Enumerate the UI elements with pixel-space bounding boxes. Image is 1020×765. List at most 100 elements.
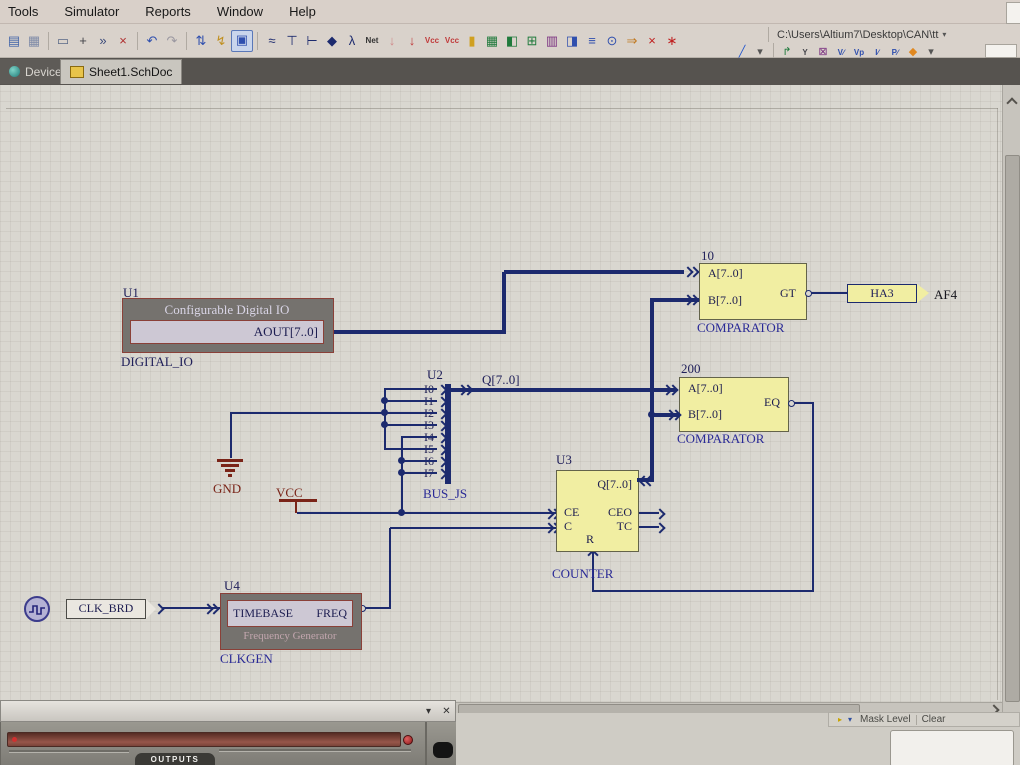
wire-i6[interactable] <box>403 460 437 462</box>
u4-inner-box[interactable]: TIMEBASE FREQ <box>227 600 353 627</box>
wire-tc-stub[interactable] <box>639 526 659 528</box>
wire-clk-brd[interactable] <box>162 607 220 609</box>
mask-level-button[interactable]: Mask Level <box>860 714 911 725</box>
path-combo[interactable]: C:\Users\Altium7\Desktop\CAN\tt ▾ <box>768 27 1020 42</box>
toolbar-edit-field[interactable] <box>985 44 1017 58</box>
place-sheet-symbol-icon[interactable]: ⊞ <box>526 33 538 48</box>
bus-comp10-b[interactable] <box>652 298 699 302</box>
comp200-pin-eq[interactable]: EQ <box>764 395 780 409</box>
outputs-tab[interactable]: OUTPUTS <box>135 753 215 765</box>
u2-designator[interactable]: U2 <box>427 367 443 382</box>
place-sheet-entry-icon[interactable]: ⊙ <box>606 33 618 48</box>
pan-icon[interactable]: ▣ <box>231 30 253 52</box>
doc-close-icon[interactable]: ⊠ <box>818 45 828 58</box>
copy-icon[interactable]: ▤ <box>7 33 21 48</box>
bus-aout-seg1[interactable] <box>334 330 504 334</box>
deselect-icon[interactable]: » <box>99 33 107 48</box>
u3-label[interactable]: COUNTER <box>552 566 614 581</box>
u3-pin-ceo[interactable]: CEO <box>608 505 632 519</box>
wire-vcc-ce[interactable] <box>297 512 558 514</box>
vcc-label[interactable]: VCC <box>276 485 303 500</box>
undo-icon[interactable]: ↶ <box>146 33 158 48</box>
port-ha3[interactable]: HA3 <box>847 284 917 303</box>
comp200-body[interactable] <box>679 377 789 432</box>
compile-icon[interactable]: ◆ <box>908 45 918 58</box>
place-power-gnd-2-icon[interactable]: ↓ <box>408 33 416 48</box>
place-signal-icon[interactable]: λ <box>348 33 356 48</box>
wire-i0[interactable] <box>386 388 437 390</box>
clear-filter-icon[interactable]: × <box>119 33 127 48</box>
menu-tools[interactable]: Tools <box>8 4 39 19</box>
port-clk-brd[interactable]: CLK_BRD <box>66 599 146 619</box>
vertical-scrollbar-thumb[interactable] <box>1005 155 1020 702</box>
u1-label[interactable]: DIGITAL_IO <box>121 354 193 369</box>
status-expand-icon[interactable]: ▸ <box>837 714 842 724</box>
wire-eq-seg3[interactable] <box>594 590 814 592</box>
wire-reset[interactable] <box>592 552 594 592</box>
place-ic-icon[interactable]: ▦ <box>485 33 499 48</box>
wire-i2[interactable] <box>386 412 437 414</box>
probe-current-icon[interactable]: I∕ <box>875 47 879 57</box>
place-port-icon[interactable]: ⇒ <box>626 33 638 48</box>
wire-ceo-stub[interactable] <box>639 512 659 514</box>
place-bus-icon[interactable]: ⊤ <box>286 33 298 48</box>
path-dropdown-caret-icon[interactable]: ▾ <box>942 30 947 39</box>
wire-i7[interactable] <box>403 472 437 474</box>
scroll-up-icon[interactable] <box>1006 97 1018 109</box>
schematic-canvas[interactable] <box>0 85 1020 702</box>
net-label-af4[interactable]: AF4 <box>934 287 958 302</box>
wire-gt-ha3[interactable] <box>811 292 847 294</box>
compile-dropdown-icon[interactable]: ▾ <box>928 45 934 58</box>
panel-knob[interactable] <box>433 742 453 758</box>
wire-i3[interactable] <box>386 424 437 426</box>
delete-icon[interactable]: × <box>648 33 656 48</box>
u1-inner-box[interactable] <box>130 320 324 344</box>
paste-icon[interactable]: ▦ <box>27 33 41 48</box>
instrument-panel-titlebar[interactable]: ▾ ✕ <box>0 700 456 722</box>
place-blue-part-icon[interactable]: ◨ <box>565 33 579 48</box>
place-power-vcc-icon[interactable]: Vcc <box>424 36 440 45</box>
wire-gnd-v[interactable] <box>230 412 232 458</box>
u3-pin-ce[interactable]: CE <box>564 505 580 519</box>
tab-sheet1-schdoc[interactable]: Sheet1.SchDoc <box>60 59 183 84</box>
bus-aout-seg2[interactable] <box>502 272 506 334</box>
u4-pin-timebase[interactable]: TIMEBASE <box>233 606 293 620</box>
u3-designator[interactable]: U3 <box>556 452 572 467</box>
place-part-icon[interactable]: ▮ <box>468 33 476 48</box>
u3-pin-tc[interactable]: TC <box>616 519 632 533</box>
wire-i1[interactable] <box>386 400 437 402</box>
place-harness-icon[interactable]: ≡ <box>588 33 596 48</box>
wire-eq-seg1[interactable] <box>794 402 814 404</box>
place-ic-2-icon[interactable]: ◧ <box>505 33 519 48</box>
move-icon[interactable]: + <box>79 33 87 48</box>
menu-reports[interactable]: Reports <box>145 4 191 19</box>
comp200-pin-a[interactable]: A[7..0] <box>688 381 723 395</box>
place-junction-icon[interactable]: ◆ <box>327 33 337 48</box>
wire-freq-seg3[interactable] <box>390 527 558 529</box>
place-bus-entry-icon[interactable]: ⊢ <box>306 33 318 48</box>
pencil-icon[interactable]: ╱ <box>738 45 746 58</box>
comp200-designator[interactable]: 200 <box>681 361 701 376</box>
place-wire-icon[interactable]: ≈ <box>268 33 276 48</box>
place-rom-icon[interactable]: ▥ <box>545 33 559 48</box>
wire-gnd-h[interactable] <box>231 412 384 414</box>
u3-pin-r[interactable]: R <box>586 532 595 546</box>
cross-select-icon[interactable]: ⇅ <box>195 33 207 48</box>
wire-i5[interactable] <box>386 448 437 450</box>
comp10-pin-b[interactable]: B[7..0] <box>708 293 742 307</box>
place-net-label-icon[interactable]: Net <box>365 36 379 45</box>
place-power-vcc-2-icon[interactable]: Vcc <box>444 36 460 45</box>
mask-icon[interactable]: ↯ <box>215 33 227 48</box>
probe-voltage-icon[interactable]: V∕ <box>837 47 845 57</box>
u3-pin-c[interactable]: C <box>564 519 573 533</box>
wire-freq-seg2[interactable] <box>389 528 391 609</box>
bus-comp200-b[interactable] <box>653 413 679 417</box>
clock-source-icon[interactable] <box>24 596 50 622</box>
u4-designator[interactable]: U4 <box>224 578 240 593</box>
menu-simulator[interactable]: Simulator <box>64 4 120 19</box>
pencil-dropdown-icon[interactable]: ▾ <box>757 45 763 58</box>
u2-bus-bar[interactable] <box>445 384 451 484</box>
menu-help[interactable]: Help <box>289 4 316 19</box>
panel-close-icon[interactable]: ✕ <box>442 706 451 717</box>
wire-eq-seg2[interactable] <box>812 402 814 592</box>
